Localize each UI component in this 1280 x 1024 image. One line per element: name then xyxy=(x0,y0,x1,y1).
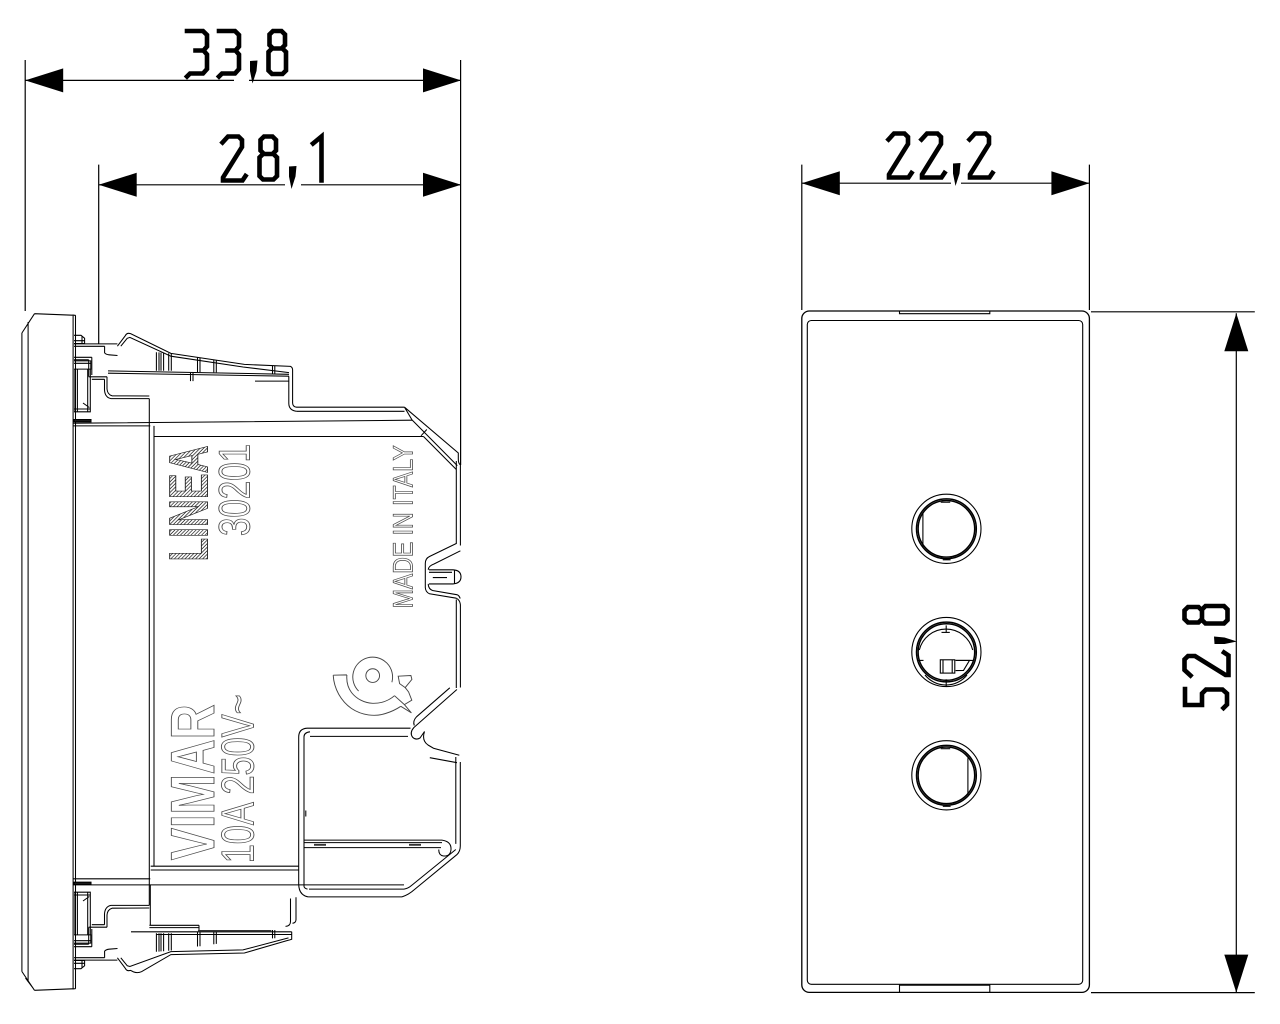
svg-text:10A 250V~: 10A 250V~ xyxy=(212,694,264,863)
svg-text:30201: 30201 xyxy=(211,444,260,536)
svg-text:LINEA: LINEA xyxy=(158,446,220,562)
svg-text:VIMAR: VIMAR xyxy=(159,704,228,860)
svg-text:MADE IN ITALY: MADE IN ITALY xyxy=(388,445,419,608)
